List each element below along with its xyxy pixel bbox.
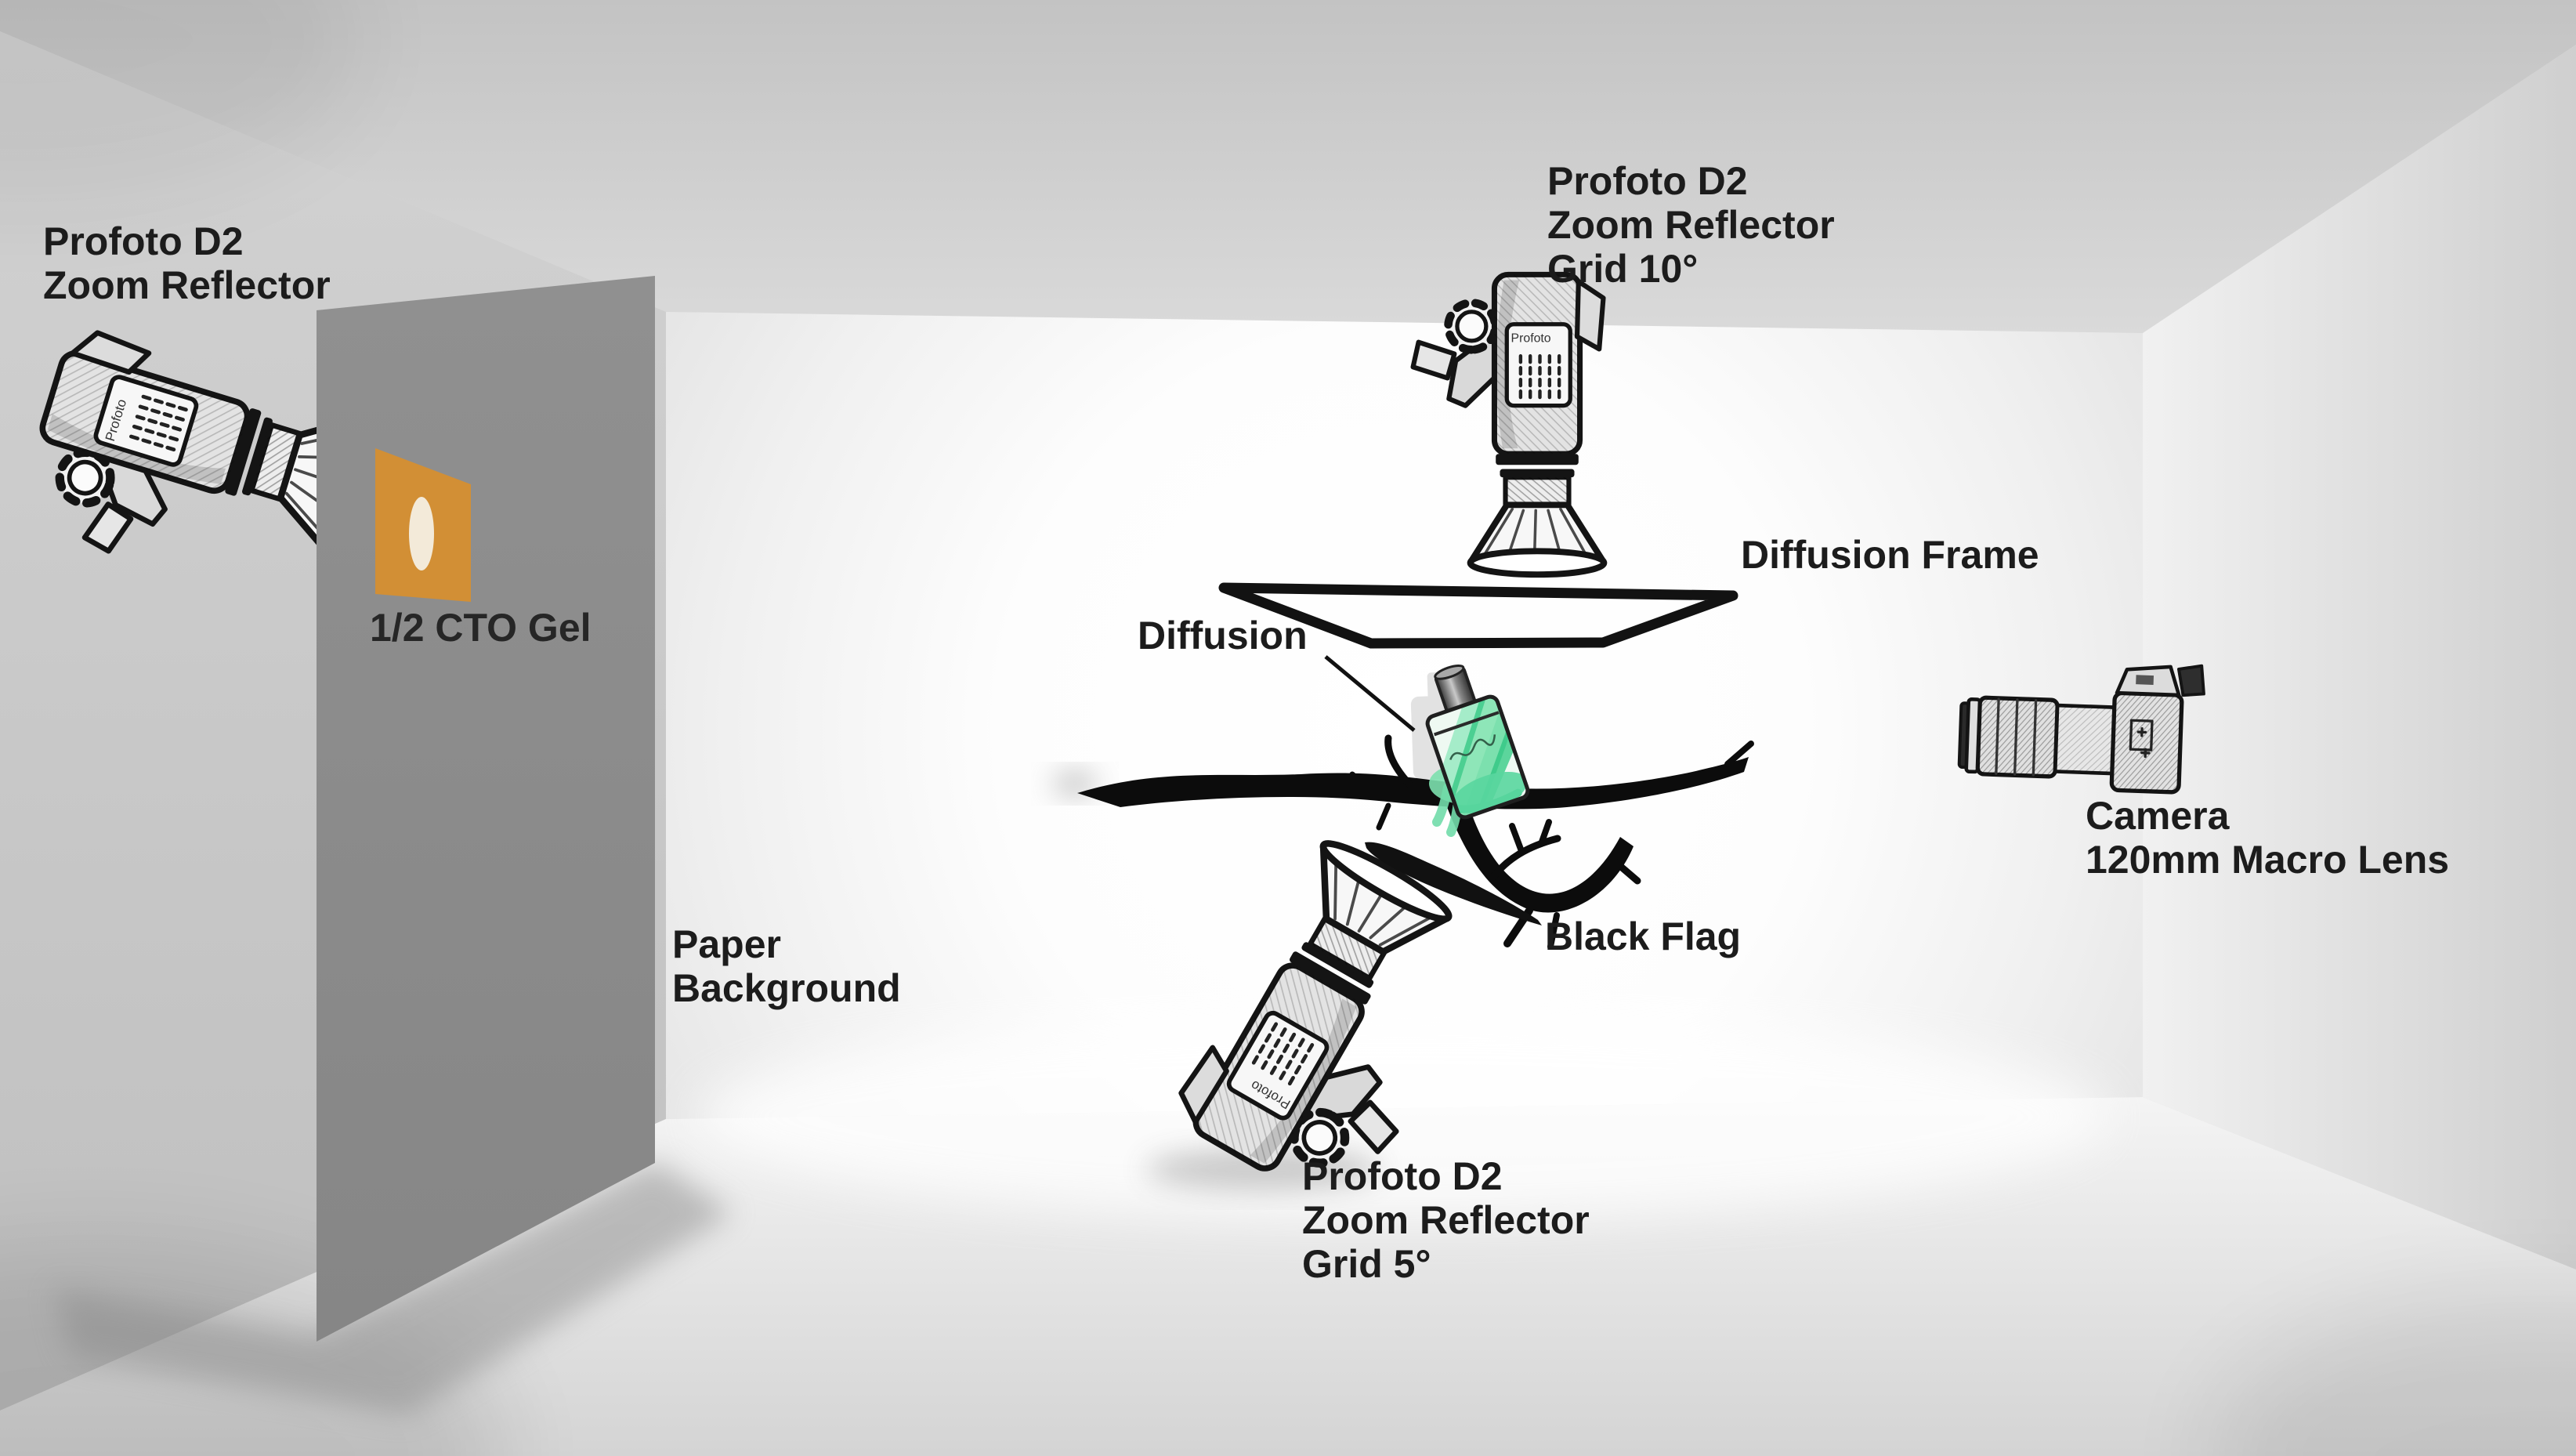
perfume-bottle-illustration [1425, 664, 1530, 820]
label-diffusion-frame: Diffusion Frame [1741, 533, 2039, 577]
cto-gel-hotspot [409, 497, 434, 570]
label-bottom-strobe: Profoto D2 Zoom Reflector Grid 5° [1302, 1154, 1590, 1286]
panel-floor-shadow [55, 1161, 733, 1414]
corner-vignette [2209, 1291, 2576, 1456]
label-diffusion: Diffusion [1138, 614, 1308, 657]
diffusion-frame-shape [1218, 582, 1738, 649]
corner-vignette [0, 0, 360, 204]
label-cto-gel: 1/2 CTO Gel [370, 606, 592, 650]
room-ceiling [0, 0, 2576, 333]
label-left-strobe: Profoto D2 Zoom Reflector [43, 219, 331, 307]
room-right-wall [2143, 45, 2576, 1269]
room-back-wall [666, 312, 2143, 1119]
label-black-flag: Black Flag [1545, 915, 1742, 958]
paper-background-panel [317, 276, 655, 1342]
label-paper-background: Paper Background [672, 922, 901, 1010]
floor-light-hotspot [697, 1015, 2107, 1219]
cto-gel-swatch [375, 448, 471, 602]
label-top-strobe: Profoto D2 Zoom Reflector Grid 10° [1547, 159, 1835, 291]
black-flag-shape [1365, 842, 1542, 925]
diffusion-leader-line [1324, 655, 1416, 732]
camera-illustration [1957, 664, 2205, 795]
label-camera: Camera 120mm Macro Lens [2086, 794, 2450, 882]
